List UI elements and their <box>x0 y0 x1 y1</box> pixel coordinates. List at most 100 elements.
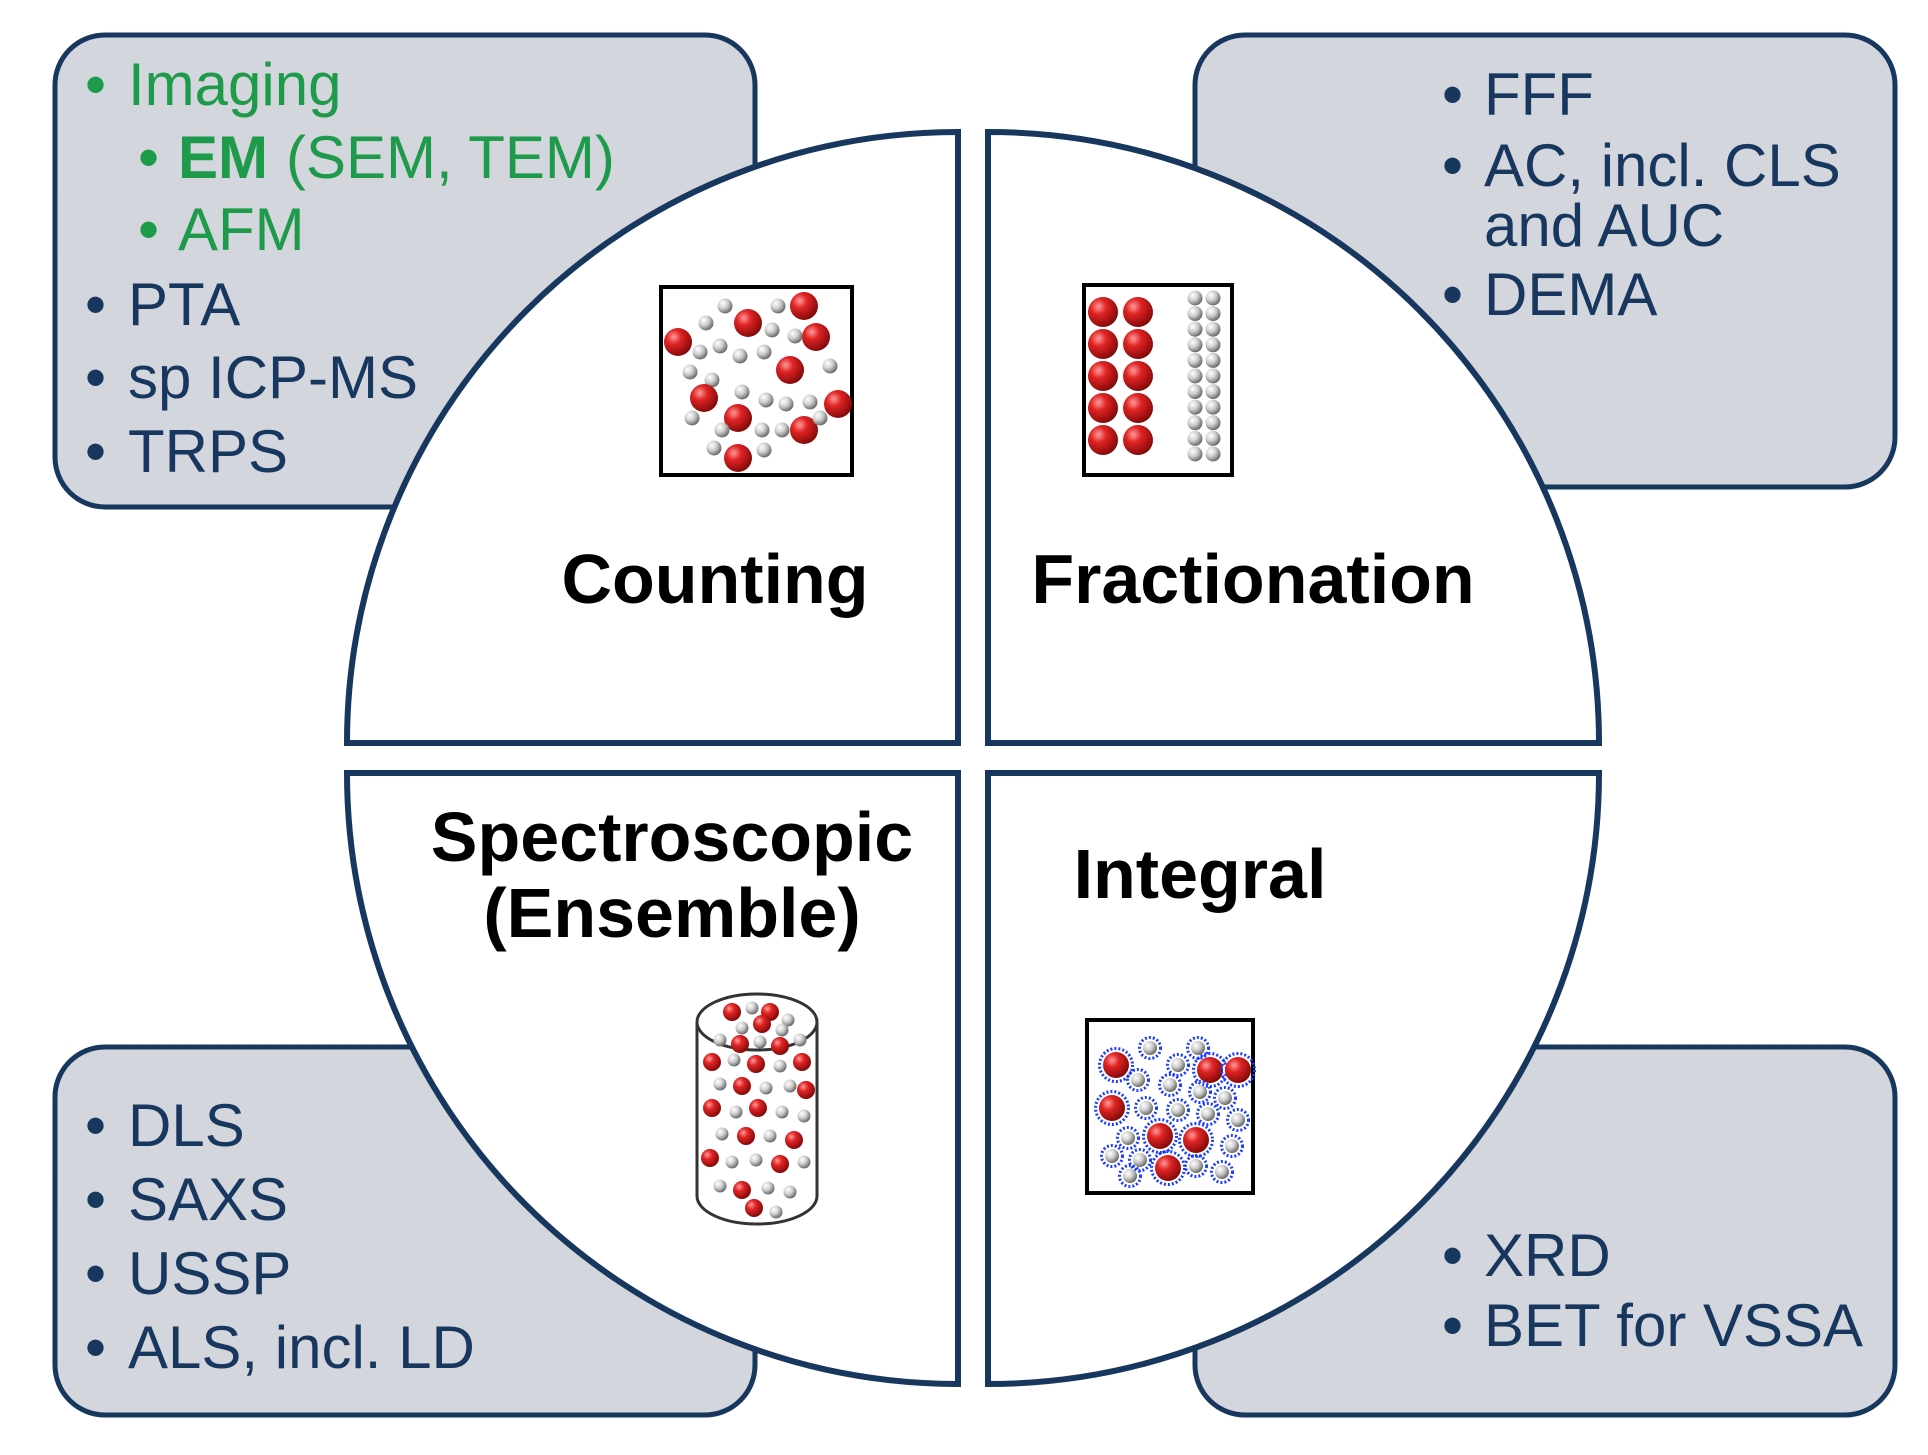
large-particle <box>1088 297 1118 327</box>
large-particle <box>724 444 752 472</box>
small-particle <box>1163 1078 1177 1092</box>
particle-coating <box>1188 1080 1212 1104</box>
small-particle <box>729 1105 743 1119</box>
large-particle <box>1225 1057 1251 1083</box>
particle-coating <box>1184 1154 1208 1178</box>
small-particle <box>1231 1113 1245 1127</box>
bullet-imaging: • <box>85 51 106 118</box>
method-dema: DEMA <box>1484 261 1657 328</box>
bullet-dema: • <box>1442 261 1463 328</box>
small-particle <box>732 348 748 364</box>
small-particle <box>787 328 803 344</box>
large-particle <box>701 1149 719 1167</box>
quadrant-integral <box>985 770 1603 1388</box>
small-particle <box>781 1013 795 1027</box>
small-particle <box>735 1021 749 1035</box>
small-particle <box>1171 1103 1185 1117</box>
small-particle <box>1187 306 1203 322</box>
title-spectroscopic-line1: Spectroscopic <box>431 798 913 876</box>
method-bet: BET for VSSA <box>1484 1292 1863 1359</box>
small-particle <box>1205 290 1221 306</box>
small-particle <box>1123 1169 1137 1183</box>
bullet-afm: • <box>138 196 159 263</box>
small-particle <box>1187 290 1203 306</box>
small-particle <box>692 344 708 360</box>
fractionation-particles <box>1088 290 1221 462</box>
small-particle <box>764 322 780 338</box>
small-particle <box>717 298 733 314</box>
bullet-dls: • <box>85 1092 106 1159</box>
small-particle <box>769 1205 783 1219</box>
bullet-sp-icp-ms: • <box>85 344 106 411</box>
large-particle <box>733 1077 751 1095</box>
small-particle <box>758 392 774 408</box>
large-particle <box>737 1127 755 1145</box>
small-particle <box>1187 446 1203 462</box>
small-particle <box>749 1153 763 1167</box>
bullet-trps: • <box>85 418 106 485</box>
bullet-bet: • <box>1442 1292 1463 1359</box>
small-particle <box>1131 1073 1145 1087</box>
small-particle <box>1187 368 1203 384</box>
method-pta: PTA <box>128 271 240 338</box>
small-particle <box>797 1155 811 1169</box>
bullet-xrd: • <box>1442 1222 1463 1289</box>
small-particle <box>734 384 750 400</box>
small-particle <box>802 394 818 410</box>
small-particle <box>778 396 794 412</box>
bullet-saxs: • <box>85 1166 106 1233</box>
particle-coating <box>1166 1098 1190 1122</box>
small-particle <box>822 358 838 374</box>
large-particle <box>747 1055 765 1073</box>
small-particle <box>1225 1139 1239 1153</box>
particle-coating <box>1220 1052 1256 1088</box>
small-particle <box>1205 337 1221 353</box>
particle-coating <box>1100 1144 1124 1168</box>
large-particle <box>785 1131 803 1149</box>
small-particle <box>1205 352 1221 368</box>
large-particle <box>790 292 818 320</box>
small-particle <box>1187 399 1203 415</box>
small-particle <box>756 442 772 458</box>
large-particle <box>1088 425 1118 455</box>
particle-coating <box>1118 1164 1142 1188</box>
small-particle <box>763 1129 777 1143</box>
method-ac-line1: AC, incl. CLS <box>1484 132 1841 199</box>
large-particle <box>771 1037 789 1055</box>
small-particle <box>1205 446 1221 462</box>
large-particle <box>1183 1127 1209 1153</box>
fractionation-particles-illustration <box>1082 283 1234 477</box>
small-particle <box>1171 1058 1185 1072</box>
small-particle <box>1205 368 1221 384</box>
small-particle <box>1201 1107 1215 1121</box>
large-particle <box>1147 1123 1173 1149</box>
small-particle <box>1191 1041 1205 1055</box>
small-particle <box>1187 337 1203 353</box>
large-particle <box>1123 393 1153 423</box>
bullet-ussp: • <box>85 1240 106 1307</box>
large-particle <box>776 356 804 384</box>
small-particle <box>797 1109 811 1123</box>
large-particle <box>1123 297 1153 327</box>
small-particle <box>793 1033 807 1047</box>
small-particle <box>714 422 730 438</box>
integral-methods-list: • XRD • BET for VSSA <box>1442 1222 1863 1359</box>
quadrant-spectroscopic <box>343 770 961 1388</box>
large-particle <box>790 416 818 444</box>
bullet-als: • <box>85 1314 106 1381</box>
large-particle <box>802 323 830 351</box>
small-particle <box>704 372 720 388</box>
small-particle <box>1133 1153 1147 1167</box>
small-particle <box>713 1033 727 1047</box>
particle-coating <box>1134 1096 1158 1120</box>
fractionation-methods-list: • FFF • AC, incl. CLS and AUC • DEMA <box>1442 61 1841 328</box>
particle-coating <box>1210 1160 1234 1184</box>
method-afm: AFM <box>178 196 305 263</box>
spectroscopic-particles-illustration <box>695 992 819 1226</box>
small-particle <box>706 440 722 456</box>
small-particle <box>775 1105 789 1119</box>
large-particle <box>690 384 718 412</box>
large-particle <box>1103 1052 1129 1078</box>
particle-coating <box>1126 1068 1150 1092</box>
large-particle <box>664 328 692 356</box>
